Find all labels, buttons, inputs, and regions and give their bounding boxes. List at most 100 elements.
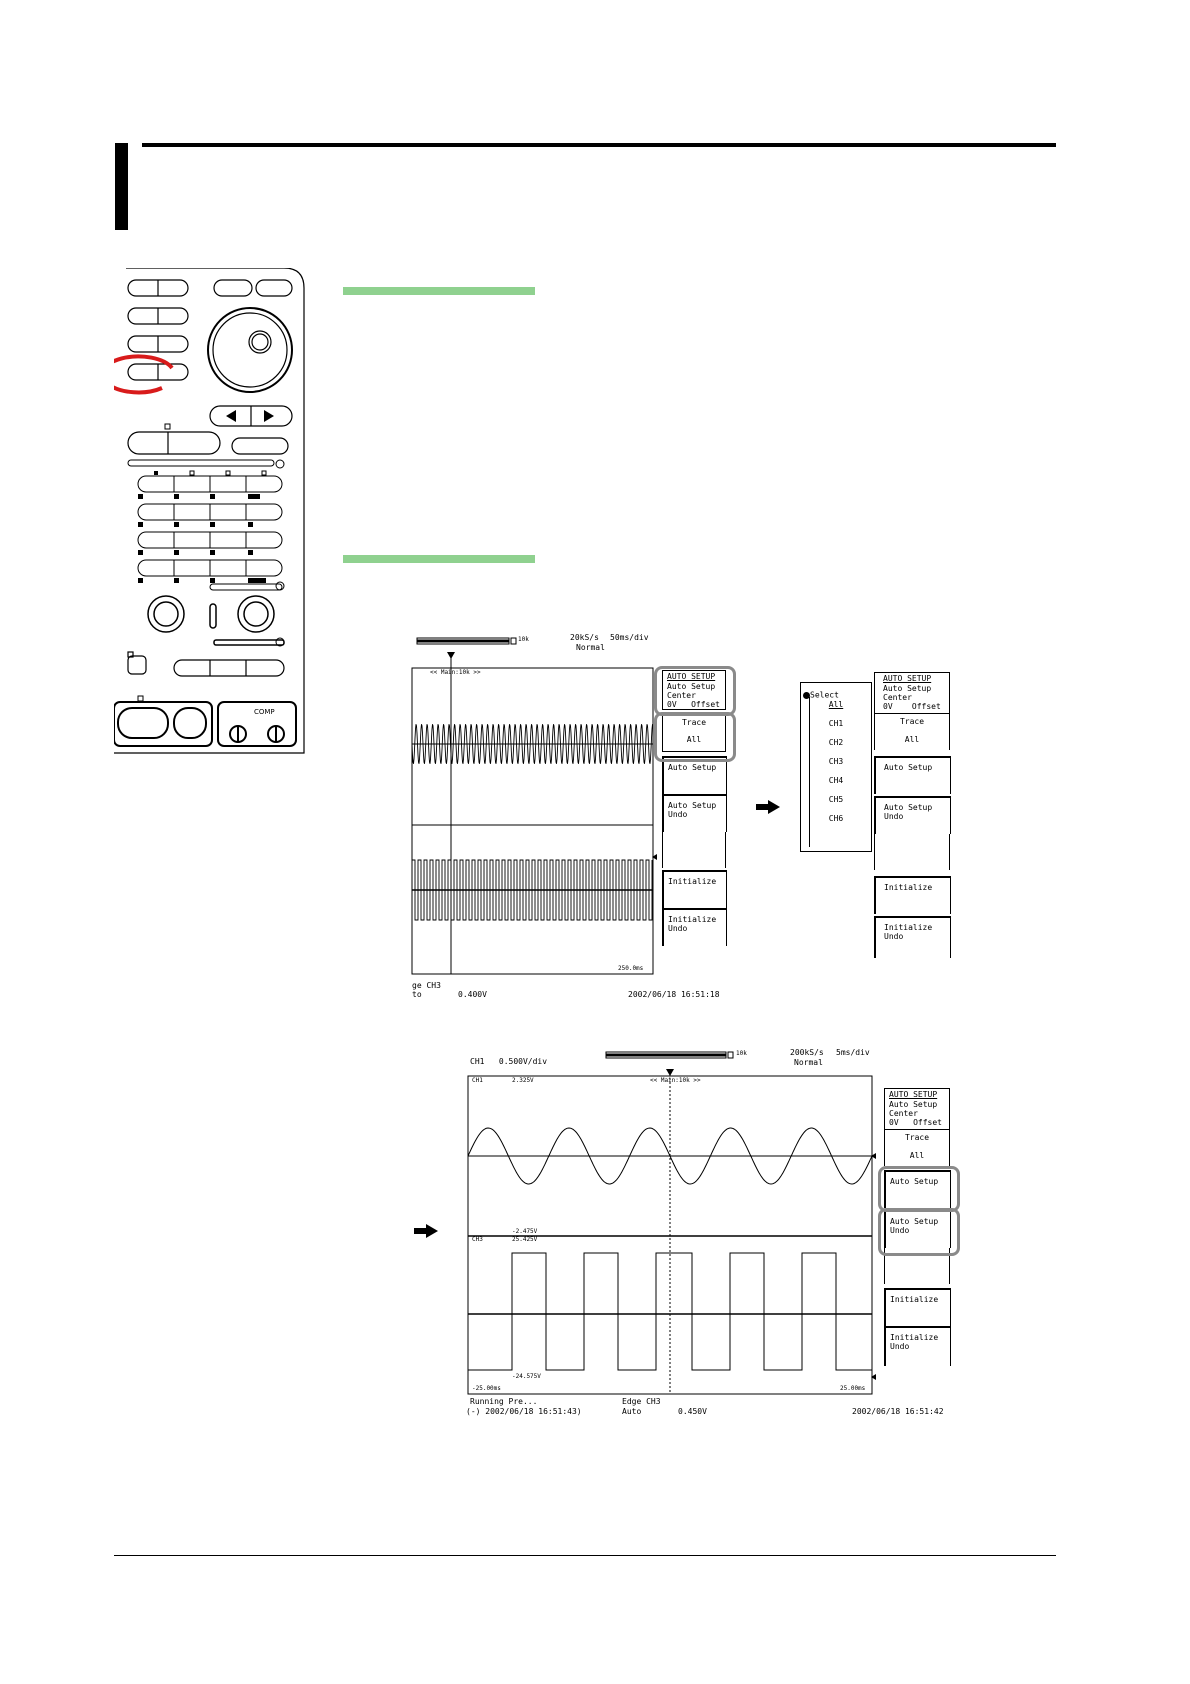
s3-rate: 200kS/s [790, 1048, 824, 1057]
s1-menu-l2: Center [667, 691, 696, 700]
s2-initialize-key[interactable]: Initialize [874, 876, 951, 914]
s1-initialize-label: Initialize [668, 877, 717, 886]
s1-rate: 20kS/s [570, 633, 599, 642]
s3-trace-key[interactable]: Trace All [884, 1130, 950, 1166]
s3-menu-l3b: Offset [913, 1118, 942, 1127]
s3-date: 2002/06/18 16:51:42 [852, 1407, 944, 1416]
s3-undo-label: Auto Setup [890, 1217, 939, 1226]
front-panel-illustration: COMP [114, 268, 305, 754]
s3-menu-title: AUTO SETUP [889, 1090, 938, 1099]
select-option-ch3[interactable]: CH3 [828, 757, 844, 766]
s3-softkey-menu: AUTO SETUP Auto Setup Center 0V Offset T… [884, 1088, 960, 1408]
s2-undo-label2: Undo [884, 812, 904, 821]
s2-menu-title: AUTO SETUP [883, 674, 932, 683]
arrow-right-icon [756, 800, 780, 814]
s3-t-left: -25.00ms [472, 1385, 501, 1392]
s1-undo-label: Auto Setup [668, 801, 717, 810]
s1-bottom-left: ge CH3 [412, 981, 441, 990]
s2-auto-setup-undo-key[interactable]: Auto Setup Undo [874, 796, 951, 834]
screen-3: CH1 0.500V/div 200kS/s 5ms/div Normal 10… [460, 1040, 960, 1420]
s2-menu-l3a: 0V [883, 702, 893, 711]
section-bar-1 [343, 287, 535, 295]
s3-initialize-undo-key[interactable]: Initialize Undo [884, 1326, 951, 1366]
s3-undo-label2: Undo [890, 1226, 910, 1235]
s3-trace-value: All [909, 1151, 925, 1160]
s3-mode: Normal [794, 1058, 823, 1067]
s1-undo-label2: Undo [668, 810, 688, 819]
s1-auto-setup-undo-key[interactable]: Auto Setup Undo [662, 794, 727, 832]
s2-menu-l1: Auto Setup [883, 684, 932, 693]
s3-stamp: (-) 2002/06/18 16:51:43) [466, 1407, 582, 1416]
screen-3-frame [467, 1051, 876, 1395]
s3-ch1-label: CH1 [472, 1077, 483, 1084]
s3-ch3-label: CH3 [472, 1236, 483, 1243]
s1-auto-setup-key[interactable]: Auto Setup [662, 756, 727, 794]
s1-date: 2002/06/18 16:51:18 [628, 990, 720, 999]
jog-dial-icon [803, 692, 810, 699]
select-option-ch6[interactable]: CH6 [828, 814, 844, 823]
s1-menu-l3a: 0V [667, 700, 677, 709]
s1-mode: Normal [576, 643, 605, 652]
s3-initialize-key[interactable]: Initialize [884, 1288, 951, 1326]
s2-init-undo-label2: Undo [884, 932, 904, 941]
footer-rule [114, 1555, 1056, 1556]
s3-time: 5ms/div [836, 1048, 870, 1057]
s1-menu-l1: Auto Setup [667, 682, 716, 691]
s3-bar-end: 10k [736, 1050, 747, 1057]
s3-trig: Edge CH3 [622, 1397, 661, 1406]
s3-level: 0.450V [678, 1407, 707, 1416]
s2-blank-key [874, 834, 950, 870]
s1-bar-end: 10k [518, 636, 529, 643]
s1-zoom-tab: << Main:10k >> [430, 669, 481, 676]
s2-menu-l2: Center [883, 693, 912, 702]
s2-initialize-undo-key[interactable]: Initialize Undo [874, 916, 951, 958]
s3-zoom-tab: << Main:10k >> [650, 1077, 701, 1084]
select-option-all[interactable]: All [828, 700, 844, 709]
s1-level: 0.400V [458, 990, 487, 999]
s1-time: 50ms/div [610, 633, 649, 642]
s3-menu-l1: Auto Setup [889, 1100, 938, 1109]
s3-highlight-undo [878, 1208, 960, 1256]
s2-auto-setup-key[interactable]: Auto Setup [874, 756, 951, 794]
s2-softkey-menu: AUTO SETUP Auto Setup Center 0V Offset T… [874, 672, 952, 962]
s1-initialize-key[interactable]: Initialize [662, 870, 727, 908]
s3-ch-info: CH1 0.500V/div [470, 1057, 548, 1066]
s1-menu-title: AUTO SETUP [667, 672, 716, 681]
s3-auto-setup-key[interactable]: Auto Setup [884, 1170, 951, 1208]
s3-init-undo-label2: Undo [890, 1342, 910, 1351]
s3-ch3-neg: -24.575V [512, 1373, 541, 1380]
s3-menu-header: AUTO SETUP Auto Setup Center 0V Offset [884, 1088, 950, 1130]
select-title-row: Select [803, 685, 839, 704]
s2-menu-l3b: Offset [911, 702, 941, 711]
s3-highlight-auto-setup [878, 1166, 960, 1212]
s1-trace-title: Trace [681, 718, 707, 727]
s3-initialize-label: Initialize [890, 1295, 939, 1304]
s1-menu-header: AUTO SETUP Auto Setup Center 0V Offset [662, 670, 726, 710]
screen-1: 20kS/s 50ms/div Normal 10k << Main:10k >… [400, 630, 740, 1000]
select-option-ch2[interactable]: CH2 [828, 738, 844, 747]
s1-menu-l3b: Offset [691, 700, 720, 709]
s2-trace-value: All [904, 735, 920, 744]
s1-highlight-trace [654, 712, 736, 762]
select-popup: Select All CH1 CH2 CH3 CH4 CH5 CH6 [800, 682, 872, 852]
s2-trace-key[interactable]: Trace All [874, 714, 950, 750]
s1-trace-value: All [686, 735, 702, 744]
s3-ch1-val: 2.325V [512, 1077, 534, 1084]
select-option-ch1[interactable]: CH1 [828, 719, 844, 728]
s3-trig-mode: Auto [622, 1407, 642, 1416]
s3-menu-l2: Center [889, 1109, 918, 1118]
s1-highlight-center [654, 666, 736, 716]
s3-blank-key [884, 1248, 950, 1284]
section-bar-2 [343, 555, 535, 563]
select-options: All CH1 CH2 CH3 CH4 CH5 CH6 [801, 701, 871, 834]
s1-initialize-undo-key[interactable]: Initialize Undo [662, 908, 727, 946]
select-option-ch5[interactable]: CH5 [828, 795, 844, 804]
s2-initialize-label: Initialize [884, 883, 933, 892]
s1-init-undo-label2: Undo [668, 924, 688, 933]
select-option-ch4[interactable]: CH4 [828, 776, 844, 785]
s1-blank-key [662, 832, 726, 868]
screen-1-frame [411, 637, 657, 975]
s1-init-undo-label: Initialize [668, 915, 717, 924]
s1-bottom-left2: to [412, 990, 422, 999]
